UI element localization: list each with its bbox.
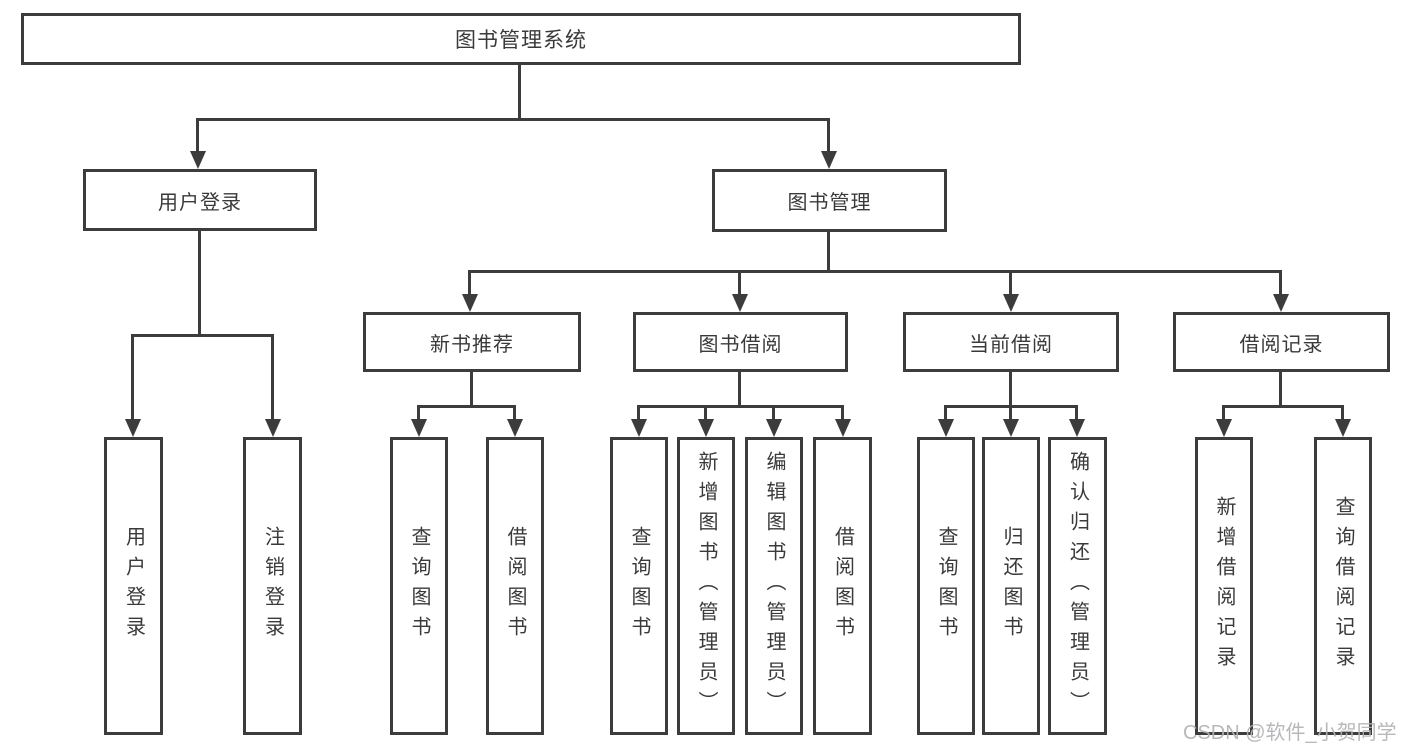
node-book-borrowing: 图书借阅 <box>633 312 848 372</box>
connector-arrow-down <box>1068 405 1085 437</box>
node-label: 图书管理系统 <box>455 29 587 52</box>
node-system-root: 图书管理系统 <box>21 13 1021 65</box>
leaf-return-book: 归还图书 <box>982 437 1040 735</box>
connector-arrow-down <box>264 334 281 437</box>
node-label: 借阅图书 <box>831 526 854 646</box>
leaf-borrow-books-1: 借阅图书 <box>486 437 544 735</box>
leaf-confirm-return-admin: 确认归还（管理员） <box>1048 437 1107 735</box>
node-label: 图书借阅 <box>698 333 783 356</box>
connector-arrow-down <box>1272 270 1289 312</box>
node-label: 新增借阅记录 <box>1213 496 1235 676</box>
connector-line <box>1222 405 1344 408</box>
connector-arrow-down <box>834 405 851 437</box>
connector-line <box>1279 372 1282 405</box>
node-label: 用户登录 <box>122 526 145 646</box>
node-borrowing-records: 借阅记录 <box>1173 312 1390 372</box>
node-book-management: 图书管理 <box>712 169 947 232</box>
leaf-query-books-1: 查询图书 <box>390 437 448 735</box>
node-label: 编辑图书（管理员） <box>763 451 785 721</box>
node-label: 新书推荐 <box>430 333 514 356</box>
node-new-book-recommend: 新书推荐 <box>363 312 581 372</box>
connector-line <box>468 270 1282 273</box>
node-label: 确认归还（管理员） <box>1066 451 1089 721</box>
leaf-query-books-3: 查询图书 <box>917 437 975 735</box>
connector-line <box>197 118 830 121</box>
node-label: 新增图书（管理员） <box>695 451 717 721</box>
node-label: 用户登录 <box>158 191 242 214</box>
connector-arrow-down <box>1002 270 1019 312</box>
node-label: 查询借阅记录 <box>1332 496 1354 676</box>
connector-line <box>1009 372 1012 405</box>
connector-arrow-down <box>461 270 478 312</box>
connector-arrow-down <box>731 270 748 312</box>
node-label: 当前借阅 <box>969 333 1053 356</box>
leaf-add-borrow-record: 新增借阅记录 <box>1195 437 1253 735</box>
connector-arrow-down <box>630 405 647 437</box>
node-label: 注销登录 <box>261 526 284 646</box>
connector-arrow-down <box>189 118 206 169</box>
leaf-logout: 注销登录 <box>243 437 302 735</box>
connector-line <box>470 372 473 405</box>
node-label: 图书管理 <box>787 192 872 214</box>
connector-arrow-down <box>1334 405 1351 437</box>
connector-arrow-down <box>1002 405 1019 437</box>
connector-line <box>417 405 516 408</box>
node-label: 查询图书 <box>408 526 430 646</box>
connector-arrow-down <box>1215 405 1232 437</box>
leaf-edit-book-admin: 编辑图书（管理员） <box>745 437 803 735</box>
node-current-borrowing: 当前借阅 <box>903 312 1119 372</box>
csdn-watermark: CSDN @软件_小贺同学 <box>1183 722 1397 744</box>
connector-arrow-down <box>124 334 141 437</box>
node-label: 查询图书 <box>628 526 650 646</box>
leaf-user-login: 用户登录 <box>104 437 163 735</box>
connector-line <box>198 231 201 334</box>
node-label: 查询图书 <box>935 526 957 646</box>
connector-arrow-down <box>697 405 714 437</box>
leaf-borrow-books-2: 借阅图书 <box>813 437 872 735</box>
connector-line <box>518 65 521 118</box>
connector-line <box>131 334 274 337</box>
leaf-add-book-admin: 新增图书（管理员） <box>677 437 735 735</box>
node-user-login: 用户登录 <box>83 169 317 231</box>
connector-arrow-down <box>765 405 782 437</box>
connector-arrow-down <box>506 405 523 437</box>
connector-arrow-down <box>820 118 837 169</box>
node-label: 借阅记录 <box>1239 333 1324 356</box>
connector-line <box>827 231 830 270</box>
leaf-query-borrow-record: 查询借阅记录 <box>1314 437 1372 735</box>
connector-line <box>738 372 741 405</box>
connector-arrow-down <box>410 405 427 437</box>
connector-line <box>637 405 844 408</box>
node-label: 借阅图书 <box>504 526 526 646</box>
connector-arrow-down <box>937 405 954 437</box>
leaf-query-books-2: 查询图书 <box>610 437 668 735</box>
node-label: 归还图书 <box>1000 526 1022 646</box>
